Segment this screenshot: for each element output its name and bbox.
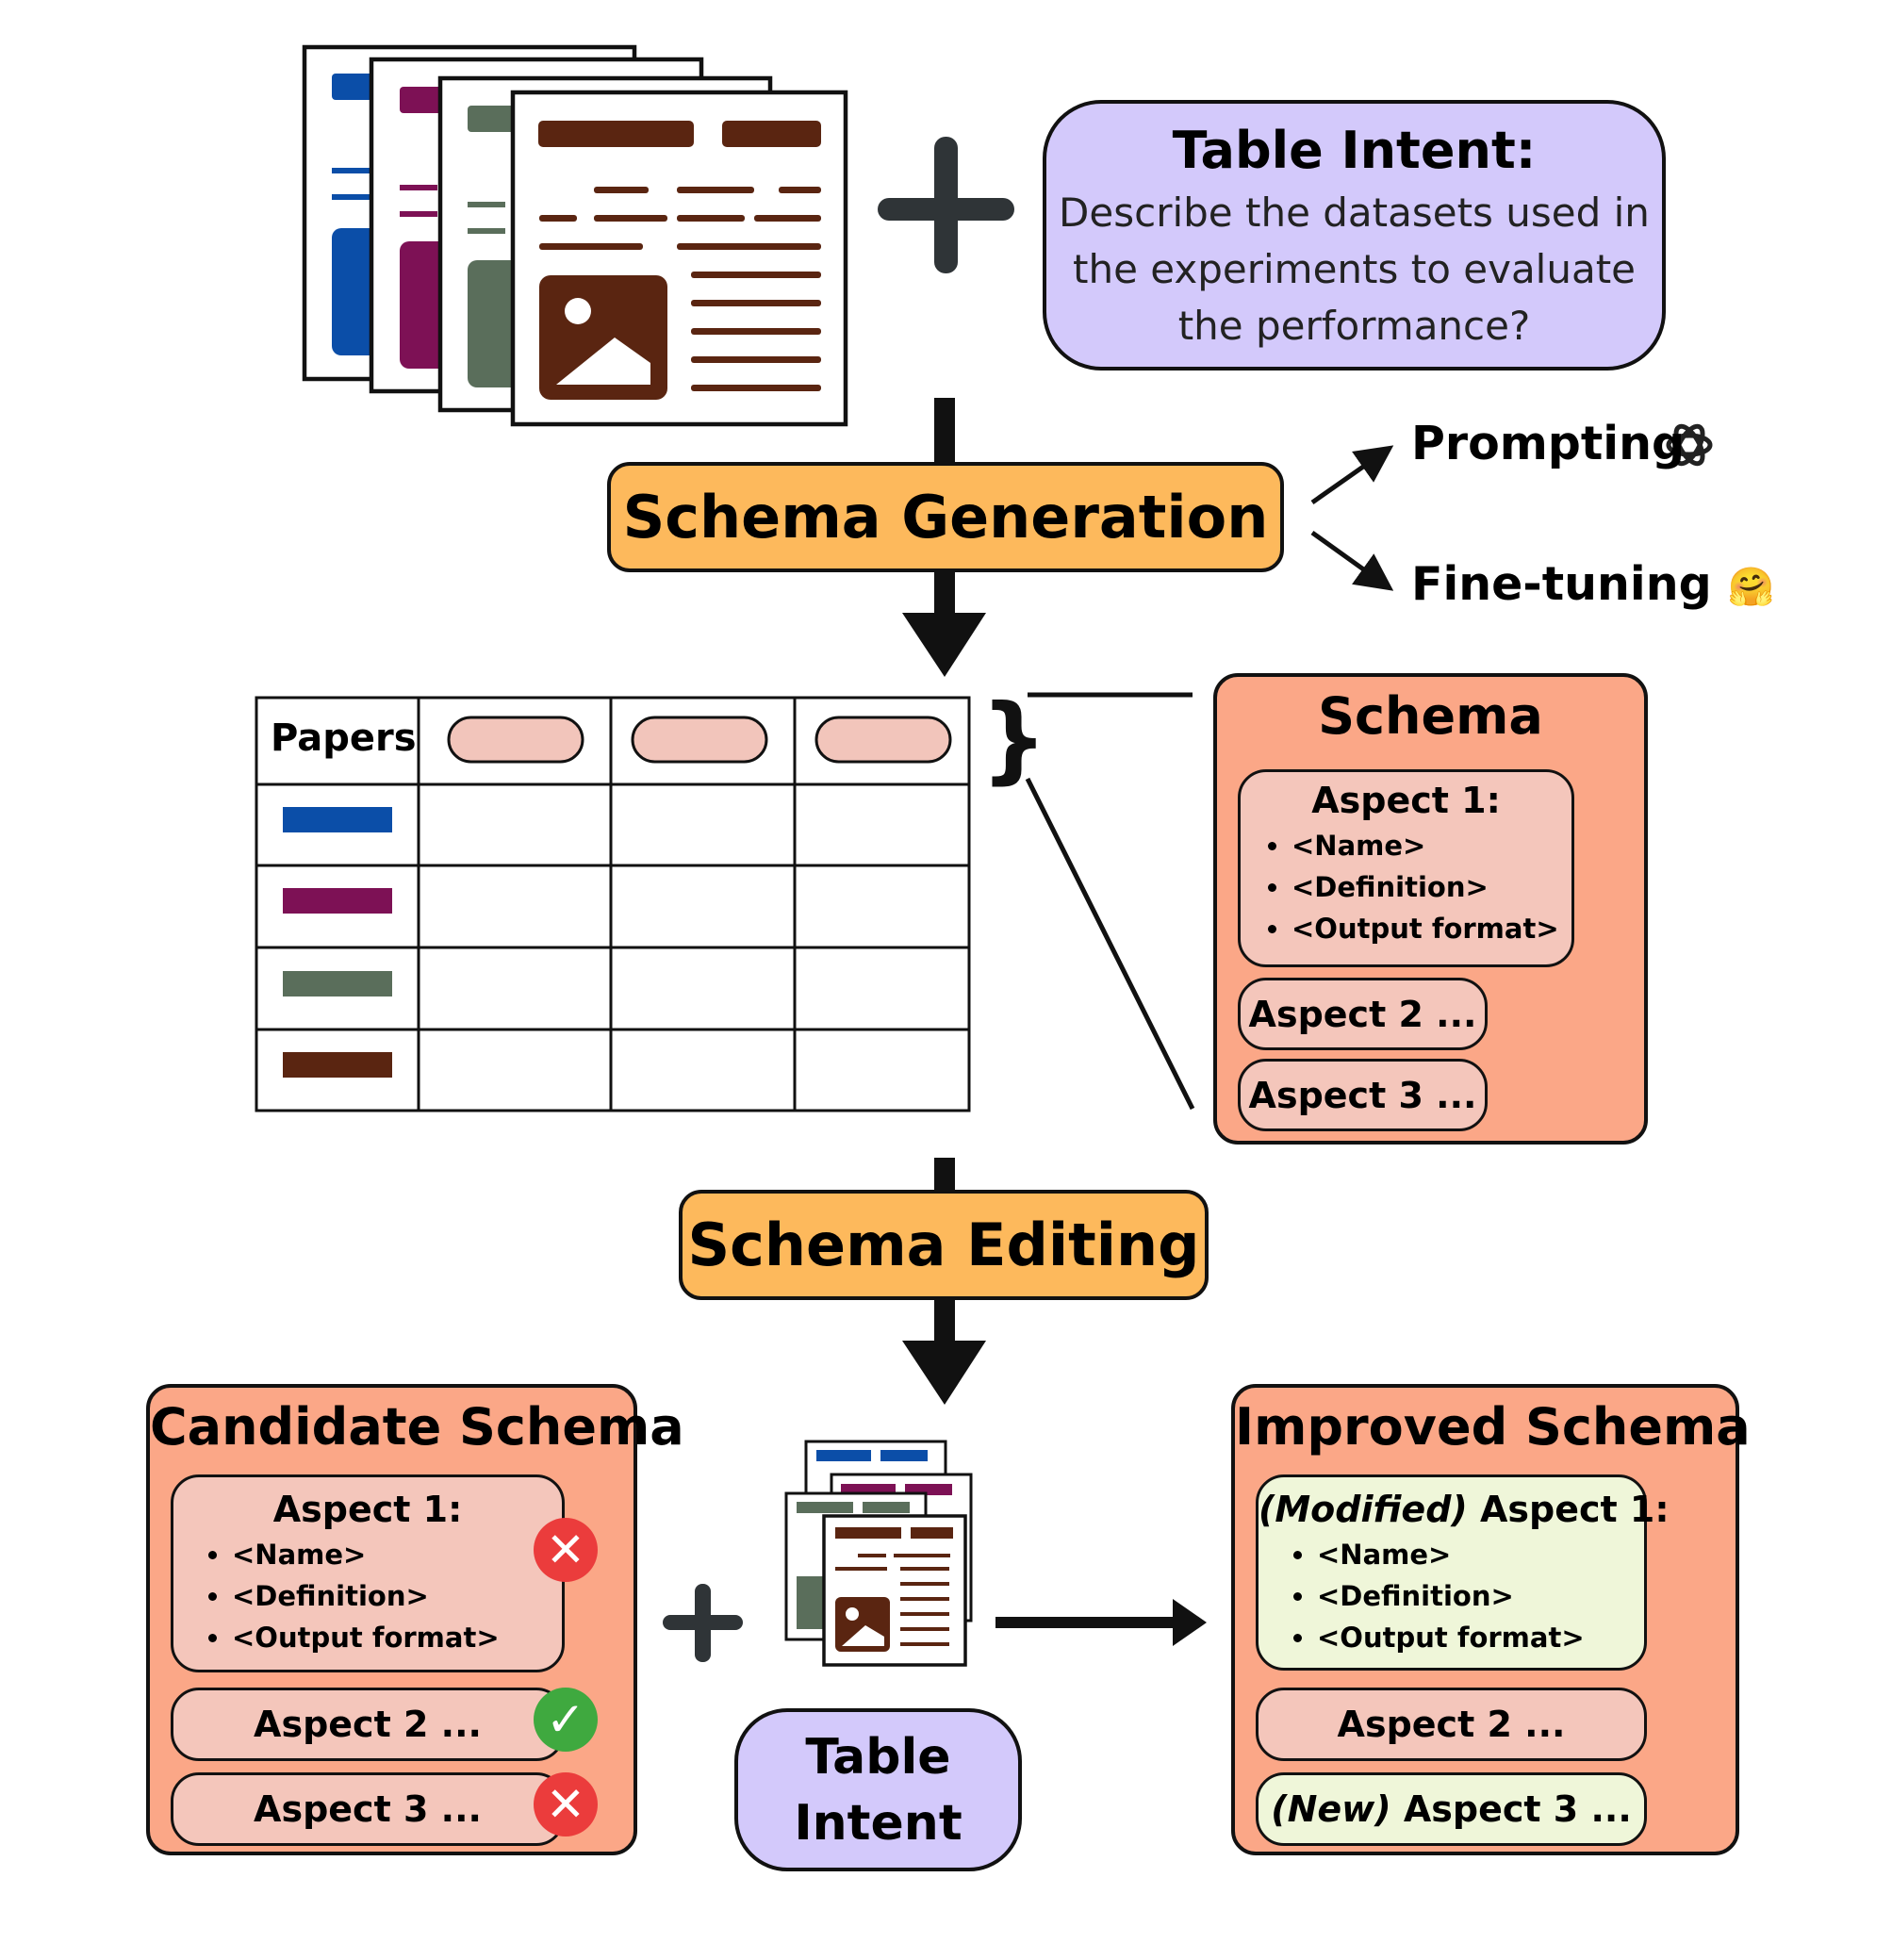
prompting-label: Prompting	[1411, 417, 1686, 470]
aspect-title-text: Aspect 1:	[1467, 1489, 1670, 1530]
accept-icon: ✓	[534, 1688, 598, 1752]
right-arrow-icon	[995, 1599, 1207, 1646]
improved-schema-panel: Improved Schema (Modified) Aspect 1: <Na…	[1231, 1384, 1751, 1855]
aspect-fields: <Name> <Definition> <Output format>	[1241, 825, 1571, 949]
table-intent-title: Table Intent:	[1172, 120, 1537, 180]
table-intent-description: Describe the datasets used in the experi…	[1059, 189, 1650, 349]
plus-icon	[878, 137, 1014, 273]
finetuning-label: Fine-tuning 🤗	[1411, 557, 1775, 611]
reject-icon: ✕	[534, 1772, 598, 1836]
schema-editing-box: Schema Editing	[679, 1190, 1209, 1300]
aspect-fields: <Name> <Definition> <Output format>	[1259, 1534, 1644, 1658]
new-tag: (New)	[1271, 1788, 1391, 1830]
row-marker	[283, 1052, 392, 1078]
aspect-title: Aspect 1:	[272, 1489, 463, 1530]
field-definition: <Definition>	[232, 1575, 562, 1617]
openai-logo-icon	[1666, 423, 1713, 467]
down-arrow-icon	[902, 569, 986, 677]
finetuning-text: Fine-tuning	[1411, 557, 1712, 611]
candidate-schema-title: Candidate Schema	[150, 1397, 684, 1457]
connector-line	[934, 398, 955, 466]
field-name: <Name>	[232, 1534, 562, 1575]
schema-panel: Schema Aspect 1: <Name> <Definition> <Ou…	[1213, 673, 1648, 1145]
table-intent-small-line1: Table	[805, 1728, 951, 1786]
arrow-to-finetuning	[1310, 530, 1394, 591]
paper-row-markers	[283, 807, 392, 1078]
schema-title: Schema	[1318, 686, 1543, 746]
candidate-aspect-3-card: Aspect 3 ...	[171, 1772, 565, 1846]
schema-aspect-3-card: Aspect 3 ...	[1238, 1059, 1488, 1131]
row-marker	[283, 807, 392, 832]
reject-icon: ✕	[534, 1518, 598, 1582]
field-output-format: <Output format>	[1291, 908, 1571, 949]
small-paper-stack-icon	[784, 1440, 973, 1667]
aspect-3-text: Aspect 3 ...	[1390, 1788, 1632, 1830]
schema-generation-label: Schema Generation	[622, 483, 1269, 552]
field-definition: <Definition>	[1291, 866, 1571, 908]
schema-aspect-1-card: Aspect 1: <Name> <Definition> <Output fo…	[1238, 769, 1574, 967]
improved-schema-title: Improved Schema	[1235, 1397, 1751, 1457]
table-intent-small-line2: Intent	[794, 1794, 962, 1852]
column-header-pills	[447, 716, 952, 764]
paper-brown-icon	[510, 90, 848, 427]
field-name: <Name>	[1317, 1534, 1644, 1575]
improved-aspect-1-card: (Modified) Aspect 1: <Name> <Definition>…	[1256, 1474, 1670, 1671]
aspect-fields: <Name> <Definition> <Output format>	[173, 1534, 562, 1658]
brace-icon: }	[980, 684, 1047, 794]
hugging-face-emoji-icon: 🤗	[1727, 566, 1775, 609]
field-output-format: <Output format>	[232, 1617, 562, 1658]
down-arrow-icon	[902, 1297, 986, 1405]
schema-editing-label: Schema Editing	[687, 1211, 1200, 1279]
improved-aspect-2-card: Aspect 2 ...	[1256, 1688, 1647, 1761]
aspect-title: (Modified) Aspect 1:	[1259, 1489, 1670, 1530]
connector-line	[934, 1158, 955, 1192]
field-output-format: <Output format>	[1317, 1617, 1644, 1658]
modified-tag: (Modified)	[1259, 1489, 1468, 1530]
schema-table	[255, 696, 971, 1112]
connector-line	[1025, 777, 1195, 1111]
candidate-schema-panel: Candidate Schema Aspect 1: <Name> <Defin…	[146, 1384, 684, 1855]
field-name: <Name>	[1291, 825, 1571, 866]
field-definition: <Definition>	[1317, 1575, 1644, 1617]
table-intent-box: Table Intent: Describe the datasets used…	[1043, 100, 1666, 371]
schema-aspect-2-card: Aspect 2 ...	[1238, 978, 1488, 1050]
candidate-aspect-2-card: Aspect 2 ...	[171, 1688, 565, 1761]
table-intent-small-box: Table Intent	[734, 1708, 1022, 1871]
candidate-aspect-1-card: Aspect 1: <Name> <Definition> <Output fo…	[171, 1474, 565, 1672]
arrow-to-prompting	[1310, 445, 1394, 505]
papers-column-header: Papers	[271, 716, 417, 760]
improved-aspect-3-card: (New) Aspect 3 ...	[1256, 1772, 1647, 1846]
row-marker	[283, 888, 392, 914]
schema-generation-box: Schema Generation	[607, 462, 1284, 572]
aspect-title: Aspect 1:	[1311, 780, 1501, 821]
plus-icon	[663, 1584, 743, 1662]
paper-stack-icon	[302, 44, 848, 427]
row-marker	[283, 971, 392, 996]
